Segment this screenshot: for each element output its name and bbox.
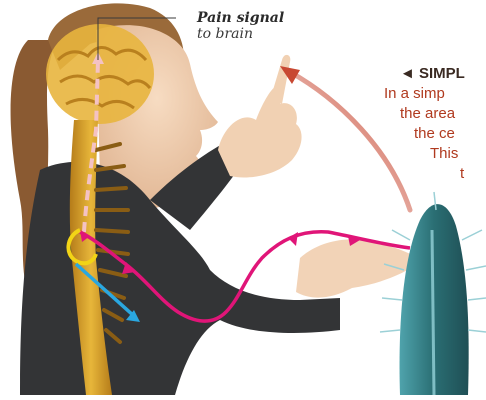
brain-icon: [46, 24, 154, 124]
side-text-line-5: t: [460, 164, 464, 184]
side-heading: ◄ SIMPL: [400, 65, 465, 82]
pain-signal-title: Pain signal: [197, 10, 284, 26]
cactus-icon: [380, 192, 486, 395]
side-text-heading: ◄ SIMPL: [400, 64, 465, 84]
side-text-line-3: the ce: [414, 124, 455, 144]
side-text-line-4: This: [430, 144, 458, 164]
side-text-line-2: the area: [400, 104, 455, 124]
pain-signal-label: Pain signal to brain: [197, 10, 284, 42]
pain-signal-subtitle: to brain: [197, 26, 253, 42]
side-text-line-1: In a simp: [384, 84, 445, 104]
